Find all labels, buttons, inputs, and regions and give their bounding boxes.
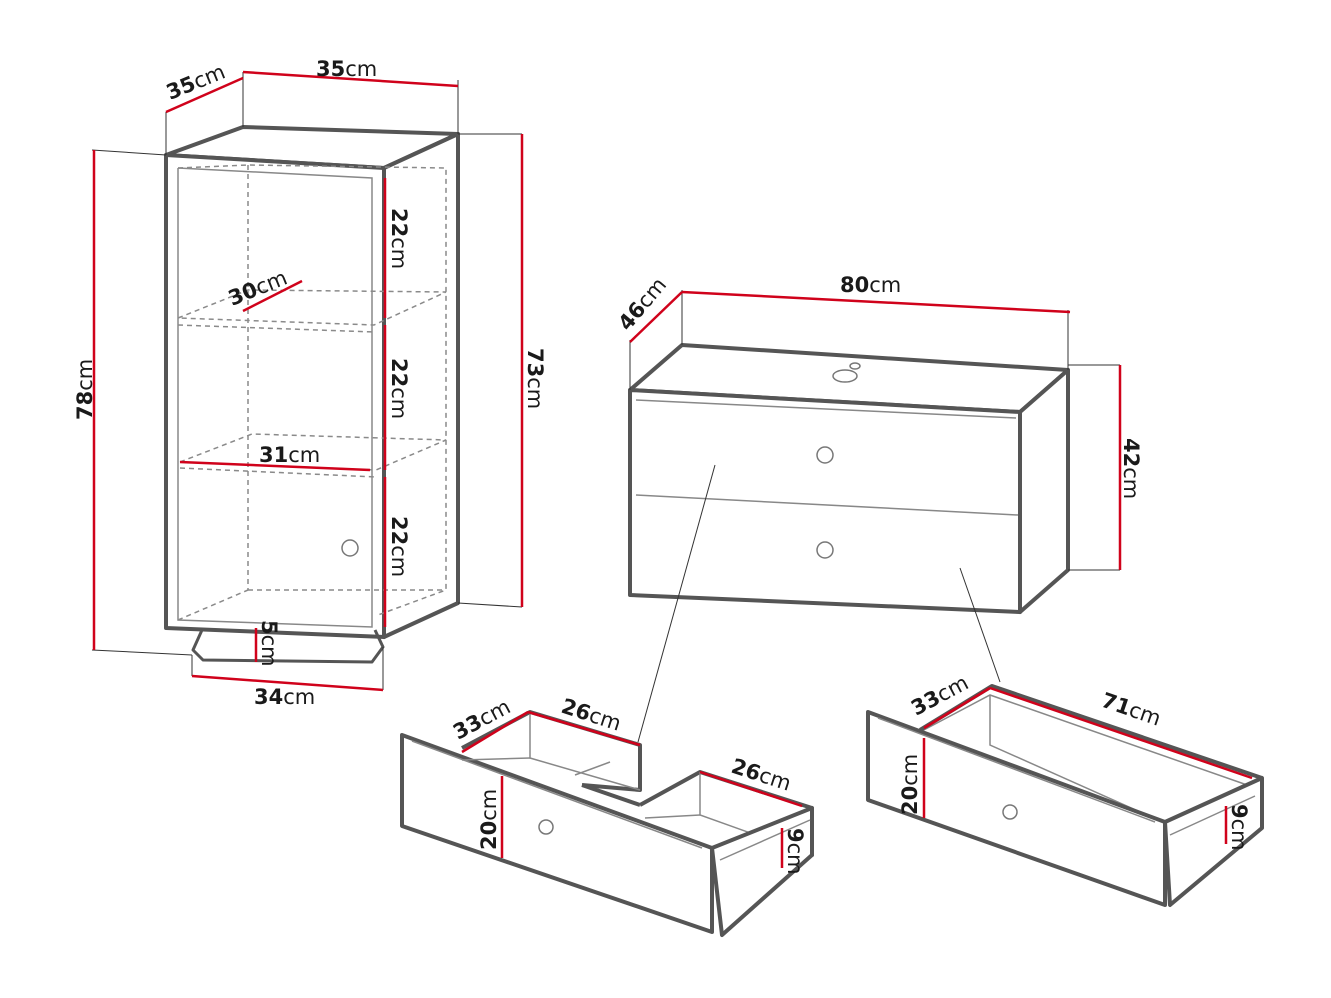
label-vanity-width: 80cm xyxy=(840,273,901,297)
vanity-upper-knob xyxy=(816,446,834,464)
vanity-lower-knob xyxy=(816,541,834,559)
drawer-single-dimension-lines xyxy=(922,686,1253,844)
basin-hole xyxy=(832,369,858,383)
drawer-single-knob xyxy=(1002,804,1018,820)
drawer-split xyxy=(400,710,814,937)
label-vanity-depth: 46cm xyxy=(613,273,671,335)
drawer-split-knob xyxy=(538,819,554,835)
label-cabinet-width: 35cm xyxy=(316,57,377,81)
cabinet-dimension-lines xyxy=(92,70,524,692)
drawer-split-dimension-lines xyxy=(461,710,803,868)
label-drawer-split-front-height: 20cm xyxy=(477,789,501,850)
tap-hole xyxy=(849,362,861,370)
cabinet-knob xyxy=(341,539,359,557)
label-cabinet-total-height: 78cm xyxy=(73,359,97,420)
label-shelf-height-3: 22cm xyxy=(387,516,411,577)
label-shelf-height-2: 22cm xyxy=(387,358,411,419)
label-towel-bar-width: 34cm xyxy=(254,685,315,709)
label-shelf-width: 31cm xyxy=(259,443,320,467)
label-drawer-single-depth: 33cm xyxy=(907,670,972,720)
tall-cabinet xyxy=(91,72,523,690)
towel-bar xyxy=(191,629,385,664)
label-drawer-single-side-height: 9cm xyxy=(1227,804,1251,851)
vanity-unit xyxy=(628,290,1120,743)
label-cabinet-body-height: 73cm xyxy=(523,348,547,409)
vanity-dimension-lines xyxy=(629,290,1122,570)
label-shelf-height-1: 22cm xyxy=(387,208,411,269)
label-vanity-height: 42cm xyxy=(1119,438,1143,499)
label-drawer-split-side-height: 9cm xyxy=(783,828,807,875)
label-towel-bar-gap: 5cm xyxy=(257,620,281,667)
drawer-single xyxy=(866,684,1264,907)
label-drawer-single-front-height: 20cm xyxy=(898,754,922,815)
